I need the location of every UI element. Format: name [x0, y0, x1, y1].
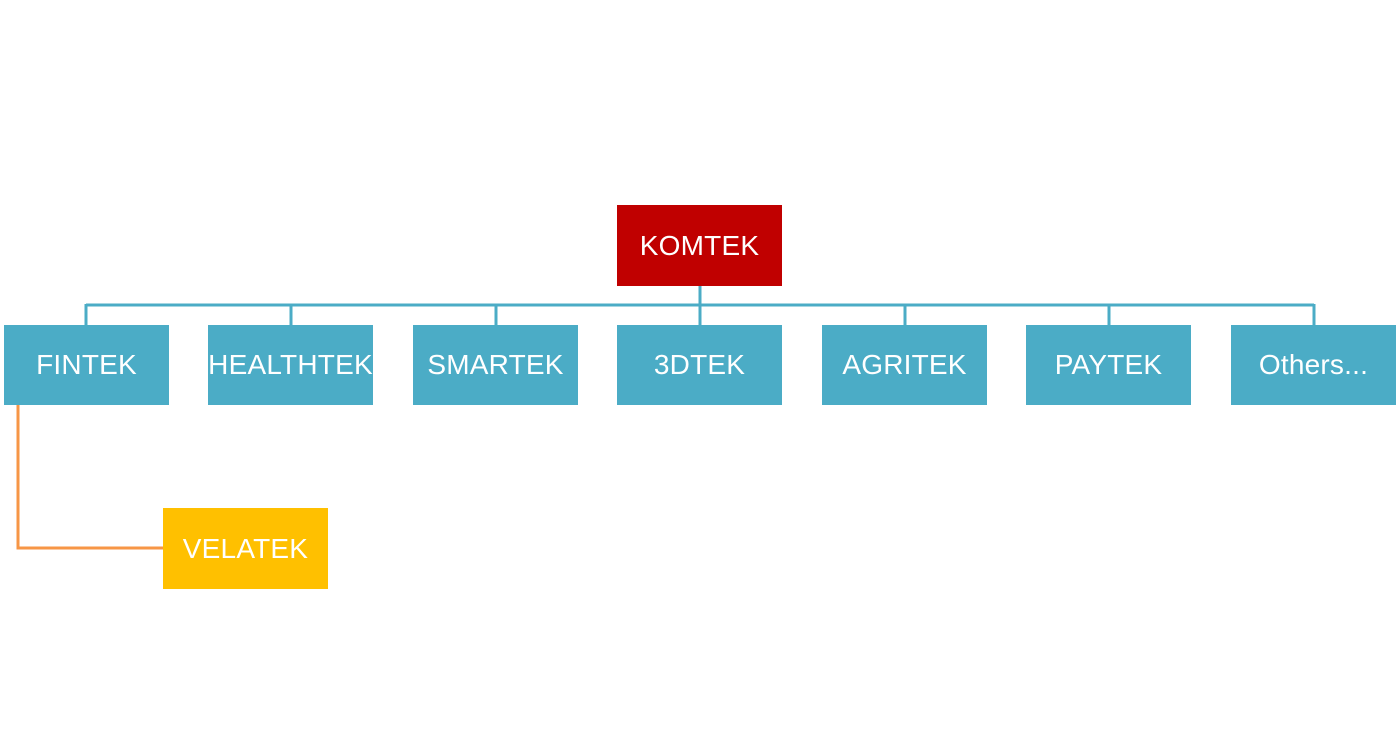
grandchild-node-velatek[interactable]: VELATEK — [163, 508, 328, 589]
child-node-label: 3DTEK — [653, 349, 746, 380]
child-node-others[interactable]: Others... — [1231, 325, 1396, 405]
child-node-label: FINTEK — [36, 349, 137, 380]
child-node-smartek[interactable]: SMARTEK — [413, 325, 578, 405]
child-node-fintek[interactable]: FINTEK — [4, 325, 169, 405]
child-node-label: HEALTHTEK — [208, 349, 373, 380]
child-node-healthtek[interactable]: HEALTHTEK — [208, 325, 373, 405]
child-node-label: PAYTEK — [1054, 349, 1163, 380]
grandchild-node-label: VELATEK — [182, 532, 309, 564]
child-node-label: Others... — [1258, 349, 1369, 380]
grandchild-connector — [16, 405, 163, 550]
root-node-label: KOMTEK — [639, 229, 760, 261]
child-node-paytek[interactable]: PAYTEK — [1026, 325, 1191, 405]
child-node-label: AGRITEK — [842, 349, 967, 380]
child-node-label: SMARTEK — [427, 349, 564, 380]
child-node-3dtek[interactable]: 3DTEK — [617, 325, 782, 405]
root-node-komtek[interactable]: KOMTEK — [617, 205, 782, 286]
child-node-agritek[interactable]: AGRITEK — [822, 325, 987, 405]
